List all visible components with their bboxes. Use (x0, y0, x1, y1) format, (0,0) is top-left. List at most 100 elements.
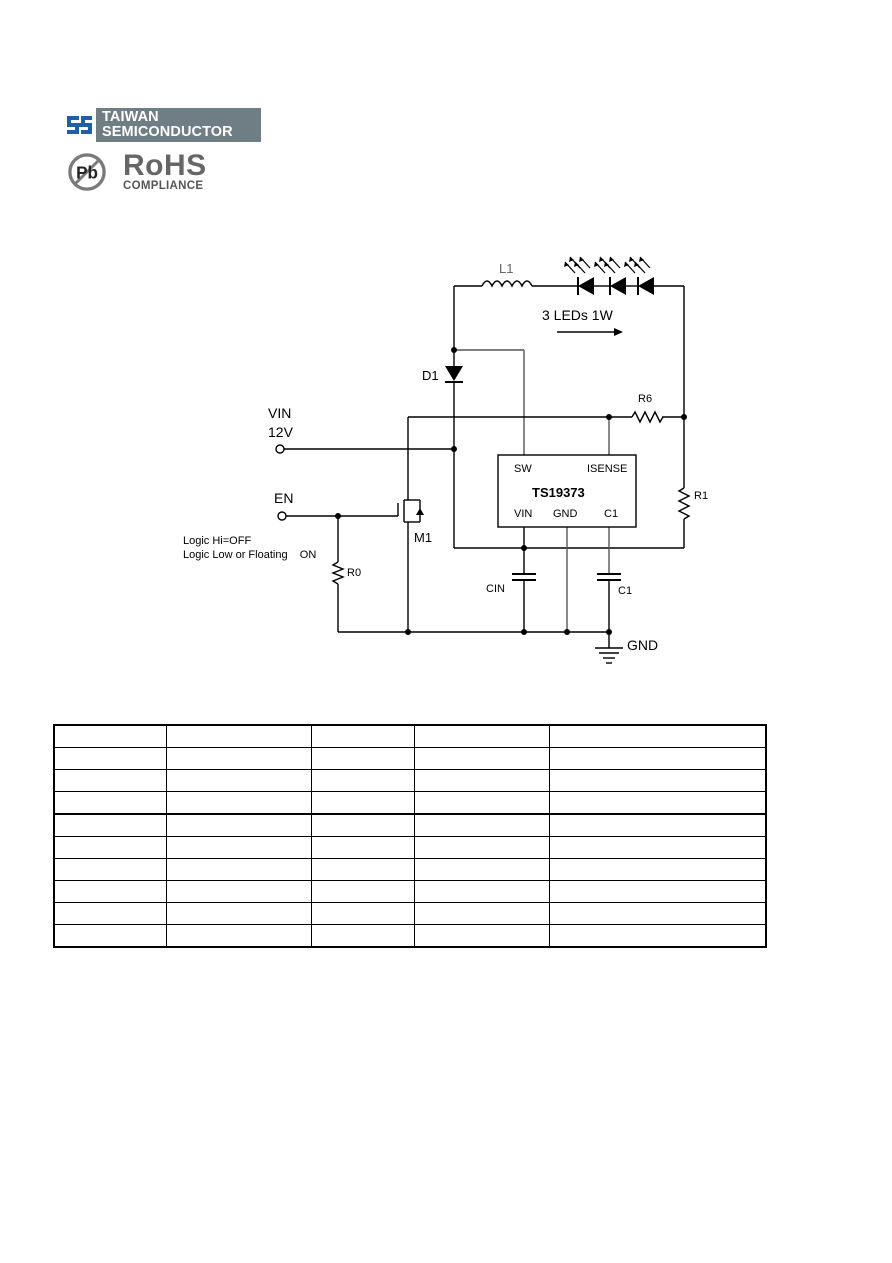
pin-vin: VIN (514, 508, 533, 520)
table-row (53, 858, 767, 881)
pin-gnd: GND (553, 508, 578, 520)
table-body (53, 724, 767, 948)
ts-brand-mark-icon (62, 108, 96, 142)
table-cell (310, 902, 415, 925)
resistor-r1 (677, 487, 691, 520)
table-cell (165, 836, 312, 859)
diode-d1-icon (445, 366, 463, 381)
table-cell (310, 724, 415, 748)
table-cell (53, 902, 167, 925)
table-cell (310, 880, 415, 903)
chip-name: TS19373 (532, 485, 585, 500)
led-1-icon (578, 277, 594, 295)
junction-gnd-c1 (606, 629, 612, 635)
table-cell (165, 880, 312, 903)
en-terminal (277, 511, 287, 521)
table-cell (548, 724, 767, 748)
table-cell (53, 813, 167, 837)
pin-c1: C1 (604, 508, 619, 520)
table-cell (310, 813, 415, 837)
table-cell (165, 813, 312, 837)
brand-line-2: SEMICONDUCTOR (102, 124, 233, 140)
r0-label: R0 (347, 567, 362, 579)
table-cell (413, 924, 550, 948)
table-row (53, 902, 767, 925)
r1-label: R1 (694, 490, 709, 502)
table-cell (53, 880, 167, 903)
table-row (53, 769, 767, 792)
mosfet-body-diode-icon (416, 508, 424, 515)
junction-r6 (681, 414, 687, 420)
table-cell (165, 769, 312, 792)
resistor-r0 (331, 561, 345, 585)
table-row (53, 924, 767, 948)
junction-gnd-m1 (405, 629, 411, 635)
table-cell (165, 902, 312, 925)
table-cell (413, 769, 550, 792)
parameter-table (53, 724, 767, 948)
table-cell (413, 724, 550, 748)
table-cell (165, 747, 312, 770)
vin-terminal (275, 444, 285, 454)
table-cell (53, 836, 167, 859)
pin-sw: SW (514, 463, 532, 475)
table-cell (413, 880, 550, 903)
table-row (53, 724, 767, 748)
pin-isense: ISENSE (587, 463, 628, 475)
table-cell (548, 769, 767, 792)
cin-label: CIN (486, 583, 505, 595)
table-cell (548, 813, 767, 837)
application-circuit: L1 3 LEDs 1W D1 VIN 12V EN Logic Hi=OFF … (183, 256, 709, 664)
rohs-title: RoHS (123, 149, 207, 182)
table-cell (548, 836, 767, 859)
led-2-icon (610, 277, 626, 295)
table-cell (548, 880, 767, 903)
junction-gnd-cin (521, 629, 527, 635)
table-cell (310, 924, 415, 948)
rohs-compliance-logo: Pb RoHS COMPLIANCE (68, 149, 228, 196)
table-cell (53, 858, 167, 881)
junction-sw (451, 347, 457, 353)
table-cell (53, 769, 167, 792)
junction-gnd-pin (564, 629, 570, 635)
table-cell (310, 836, 415, 859)
inductor-l1-coil (481, 280, 533, 288)
en-label: EN (274, 490, 294, 506)
logic-low-note: Logic Low or Floating ON (183, 549, 317, 561)
table-cell (413, 858, 550, 881)
table-cell (548, 858, 767, 881)
table-cell (548, 902, 767, 925)
table-cell (413, 813, 550, 837)
table-row (53, 836, 767, 859)
table-cell (53, 924, 167, 948)
rohs-subtitle: COMPLIANCE (123, 180, 204, 192)
junction-vin (451, 446, 457, 452)
brand-name: TAIWAN SEMICONDUCTOR (102, 110, 233, 140)
logic-high-note: Logic Hi=OFF (183, 535, 252, 547)
led-3-icon (638, 277, 654, 295)
table-cell (310, 858, 415, 881)
table-row (53, 791, 767, 815)
gnd-label: GND (627, 637, 659, 653)
led-caption: 3 LEDs 1W (542, 307, 613, 323)
table-cell (53, 724, 167, 748)
table-cell (53, 747, 167, 770)
table-cell (165, 858, 312, 881)
table-cell (548, 747, 767, 770)
circuit-wiring (275, 256, 691, 664)
table-cell (548, 924, 767, 948)
current-arrow-head (614, 328, 623, 336)
table-row (53, 747, 767, 770)
brand-line-1: TAIWAN (102, 109, 159, 125)
table-cell (413, 902, 550, 925)
pb-text: Pb (76, 164, 98, 183)
inductor-label: L1 (499, 261, 514, 276)
vin-label: VIN (268, 405, 292, 421)
mosfet-label: M1 (414, 530, 433, 545)
vin-voltage: 12V (268, 424, 293, 440)
table-row (53, 813, 767, 837)
table-cell (165, 924, 312, 948)
table-cell (53, 791, 167, 815)
lead-free-icon: Pb (68, 153, 106, 191)
table-cell (165, 724, 312, 748)
